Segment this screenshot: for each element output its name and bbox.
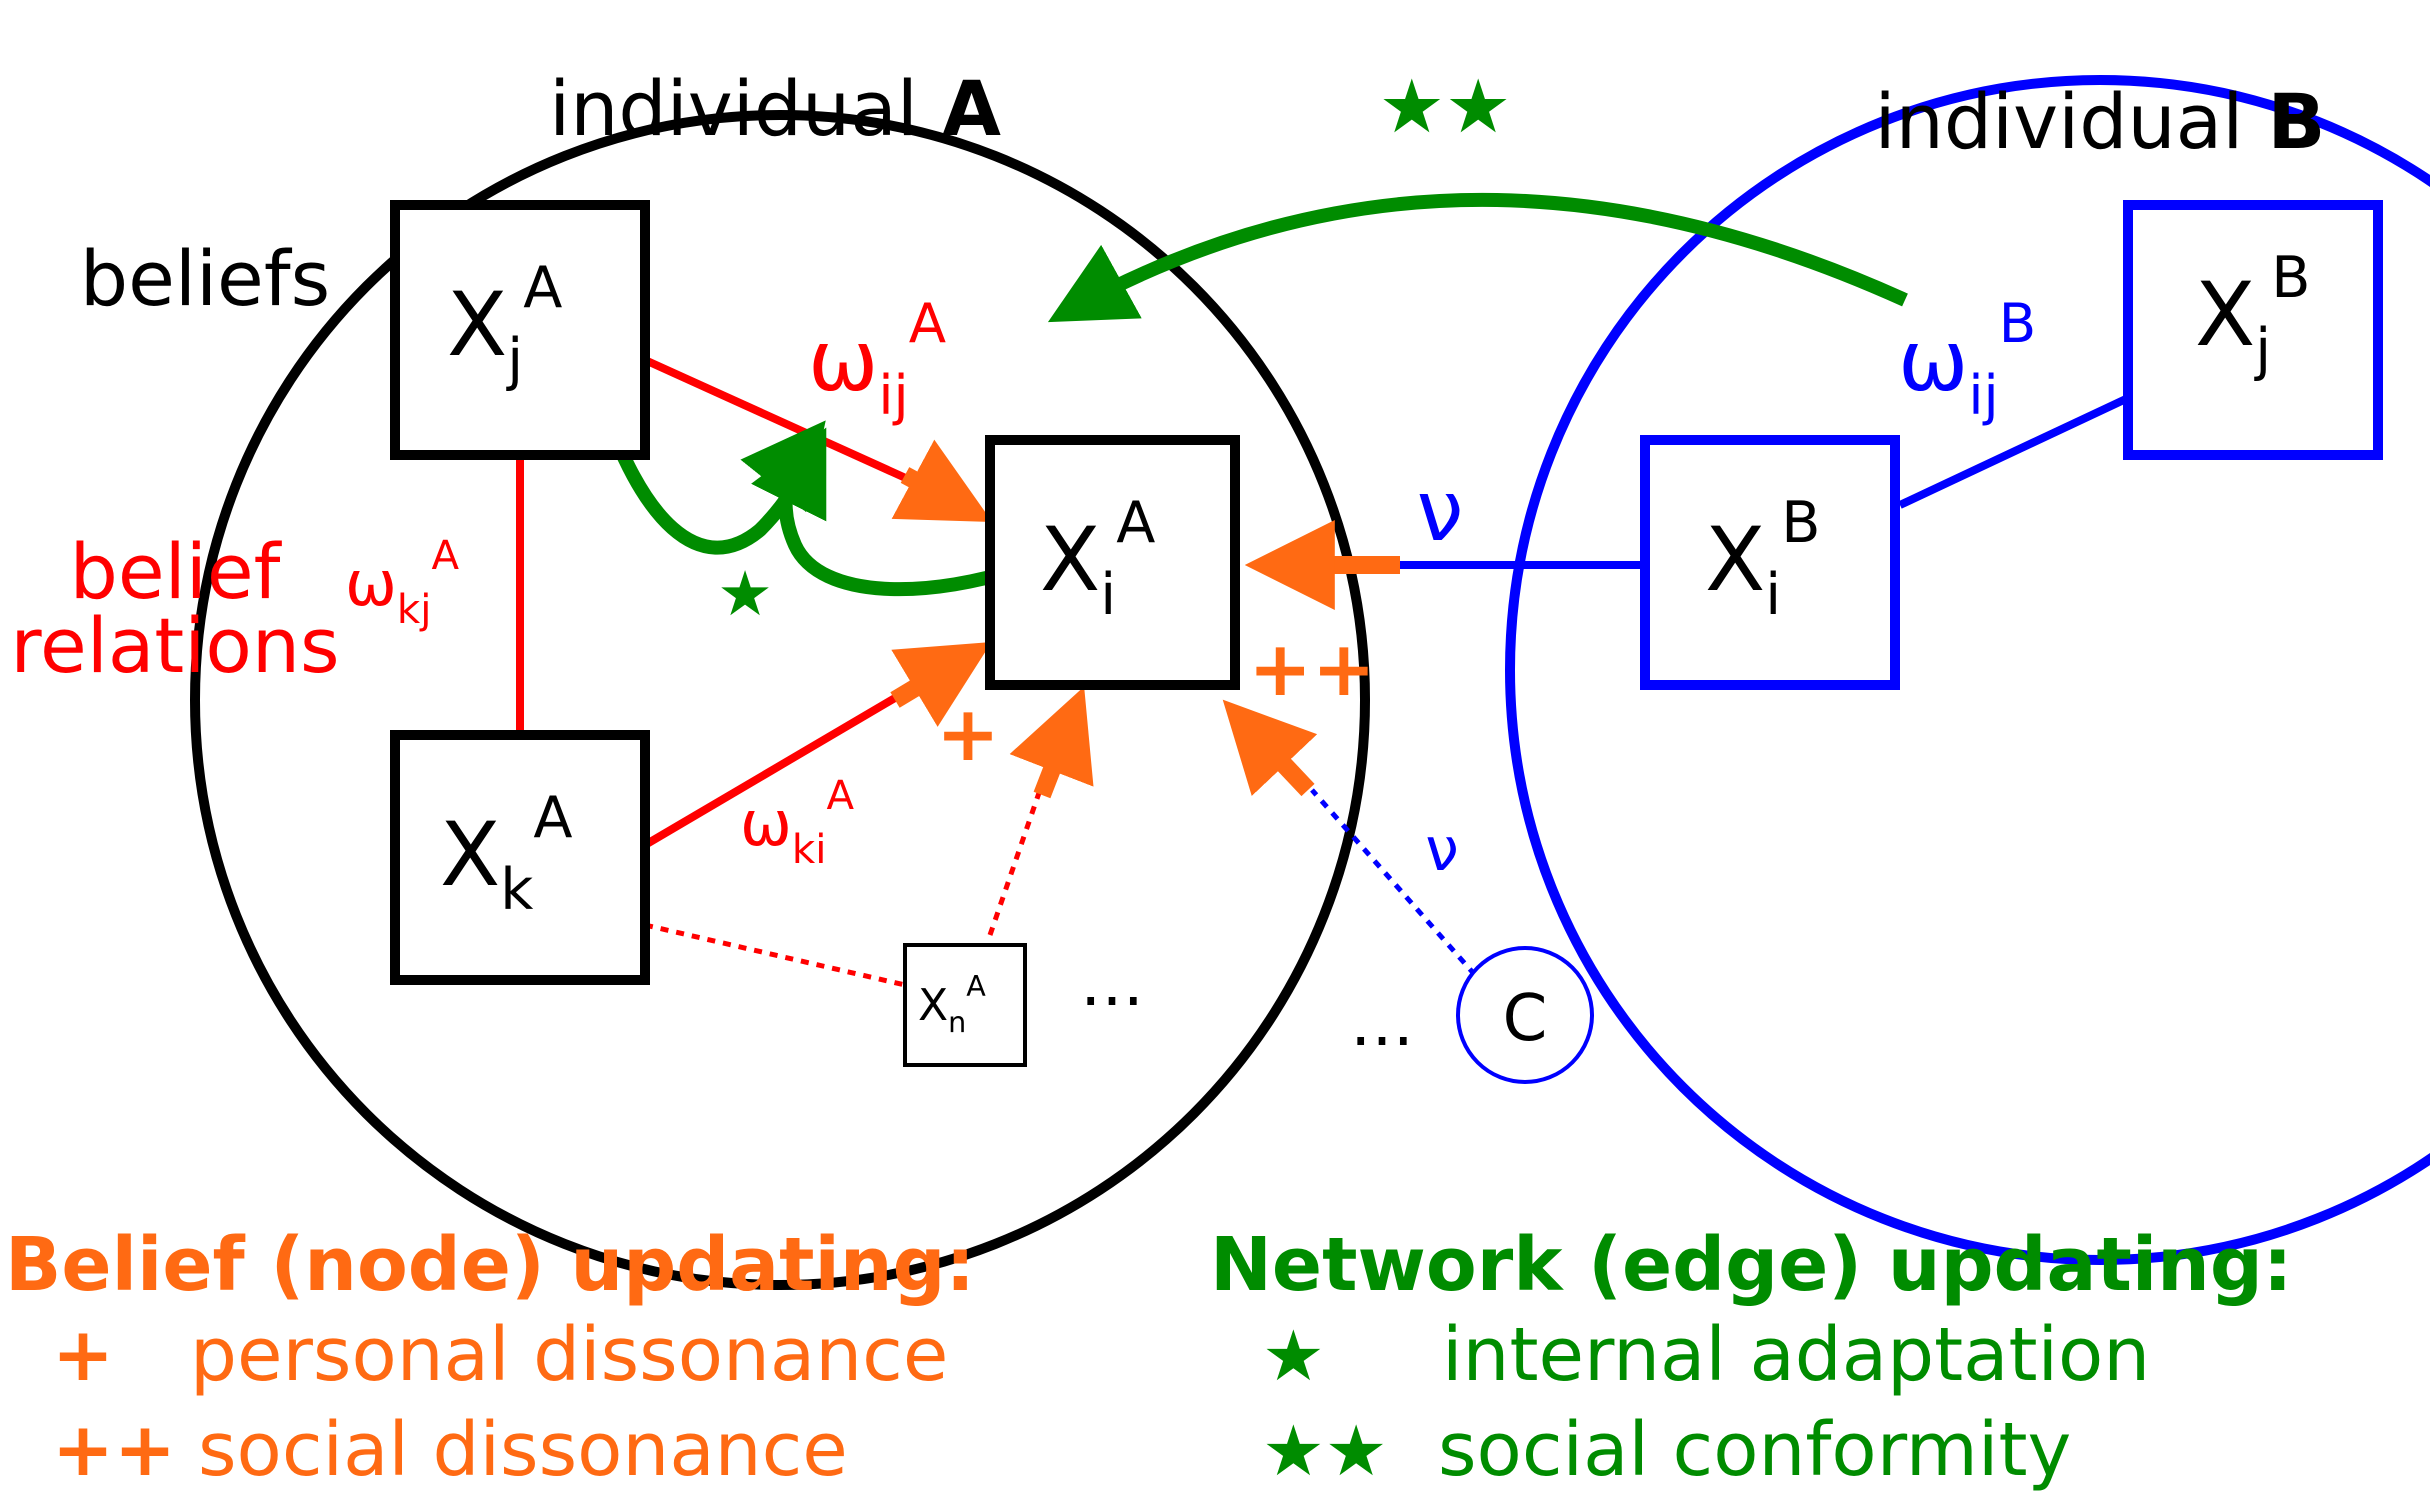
arrow-xk-to-xi bbox=[890, 642, 992, 727]
individual-a-title: individual A bbox=[549, 64, 1001, 153]
node-c-circle bbox=[1456, 946, 1594, 1084]
legend-belief-item-2-mark: ++ bbox=[52, 1407, 176, 1493]
node-xja-label: XjA bbox=[447, 255, 562, 393]
edge-xj-xi bbox=[643, 356, 912, 484]
legend-belief-item-1-mark: + bbox=[52, 1312, 114, 1398]
legend-network-item-2-text: social conformity bbox=[1438, 1407, 2071, 1493]
individual-a-circle bbox=[190, 110, 1370, 1290]
arrow-social-conformity bbox=[1047, 192, 1908, 323]
legend-network-item-1-text: internal adaptation bbox=[1442, 1312, 2150, 1398]
nu-label-secondary: ν bbox=[1425, 815, 1459, 885]
legend-belief-item-1-text: personal dissonance bbox=[190, 1312, 948, 1398]
star-star-marker: ★★ bbox=[1379, 64, 1512, 150]
legend-network-item-1-mark: ★ bbox=[1262, 1315, 1325, 1397]
nu-label-main: ν bbox=[1417, 462, 1464, 560]
node-c-label: C bbox=[1503, 982, 1548, 1056]
individual-b-circle bbox=[1505, 75, 2430, 1265]
node-xib-label: XiB bbox=[1705, 490, 1820, 628]
ellipsis-individuals: … bbox=[1350, 987, 1414, 1061]
weight-w-ij-a-label: ωijA bbox=[808, 291, 946, 427]
arrow-c-to-xi bbox=[1222, 699, 1318, 797]
arrow-xn-to-xi bbox=[1009, 686, 1094, 799]
node-xna-label: XnA bbox=[918, 969, 986, 1039]
belief-relations-label-line-1: belief bbox=[70, 527, 283, 616]
node-xjb-box bbox=[2123, 200, 2383, 460]
edge-xk-xi bbox=[642, 691, 903, 849]
weight-w-ki-a-label: ωkiA bbox=[740, 772, 854, 873]
node-xna-box bbox=[903, 943, 1027, 1067]
node-xia-box bbox=[985, 435, 1240, 690]
node-xjb-label: XjB bbox=[2195, 245, 2310, 383]
node-xka-box bbox=[390, 730, 650, 985]
individual-b-title: individual B bbox=[1875, 77, 2326, 166]
edge-xn-xi bbox=[987, 789, 1043, 936]
legend-belief-item-2-text: social dissonance bbox=[198, 1407, 848, 1493]
beliefs-label: beliefs bbox=[80, 234, 330, 323]
legend-network-item-2-mark: ★★ bbox=[1262, 1410, 1388, 1492]
weight-w-kj-a-label: ωkjA bbox=[345, 532, 459, 633]
edge-xib-xjb bbox=[1898, 394, 2130, 509]
arrow-internal-adaptation-2 bbox=[740, 420, 1033, 597]
weight-w-ij-b-label: ωijB bbox=[1898, 291, 2036, 427]
node-xia-label: XiA bbox=[1040, 490, 1155, 628]
edge-xk-xn bbox=[644, 922, 906, 988]
plus-plus-marker: ++ bbox=[1248, 624, 1375, 713]
plus-marker: + bbox=[936, 689, 1000, 778]
node-xja-box bbox=[390, 200, 650, 460]
legend-belief-title: Belief (node) updating: bbox=[5, 1222, 975, 1308]
ellipsis-beliefs: … bbox=[1080, 947, 1144, 1021]
node-xib-box bbox=[1640, 435, 1900, 690]
star-marker: ★ bbox=[717, 557, 773, 630]
node-xka-label: XkA bbox=[440, 785, 573, 923]
arrow-xj-to-xi bbox=[891, 439, 993, 522]
belief-relations-label-line-2: relations bbox=[10, 601, 339, 690]
legend-network-title: Network (edge) updating: bbox=[1210, 1222, 2292, 1308]
